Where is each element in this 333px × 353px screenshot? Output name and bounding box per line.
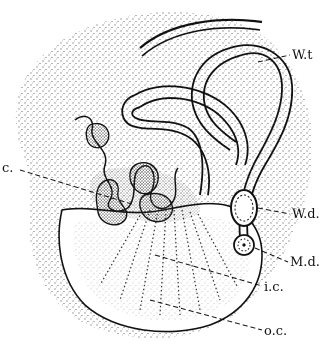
- label-c: c.: [2, 161, 13, 176]
- mullerian-duct: [234, 235, 254, 255]
- label-wd: W.d.: [292, 207, 320, 222]
- label-oc: o.c.: [264, 324, 287, 339]
- wolffian-duct: [231, 190, 257, 226]
- label-wt: W.t: [292, 48, 313, 63]
- label-md: M.d.: [290, 255, 320, 270]
- label-ic: i.c.: [264, 280, 284, 295]
